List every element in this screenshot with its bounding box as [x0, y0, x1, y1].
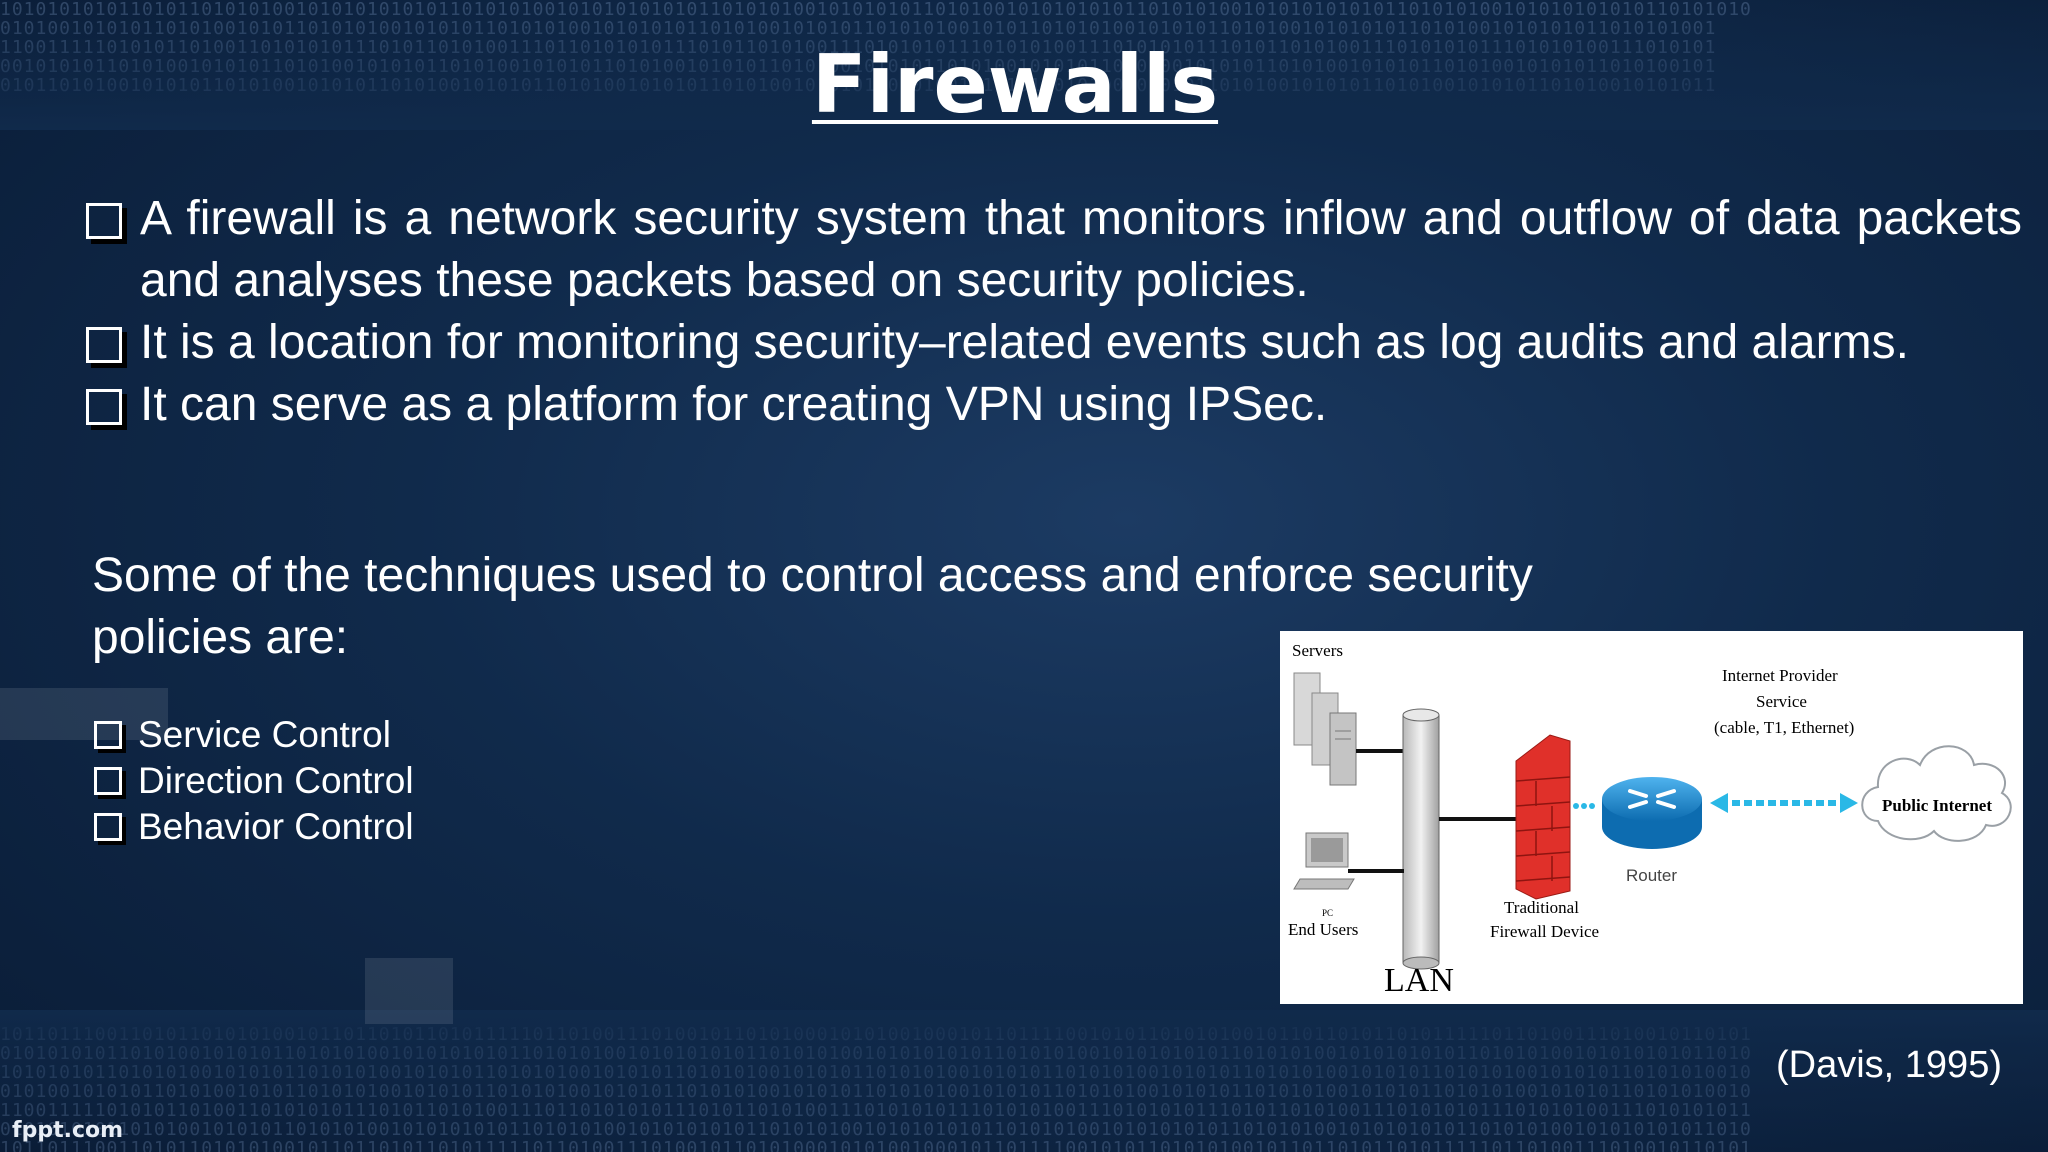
firewall-label-line2: Firewall Device [1490, 922, 1599, 941]
decorative-square [365, 958, 453, 1024]
bullet-text: It is a location for monitoring security… [140, 316, 1909, 369]
decorative-square [0, 688, 168, 740]
checkbox-bullet-icon [86, 203, 122, 239]
lan-backbone-icon [1402, 708, 1440, 970]
isp-label-line1: Internet Provider [1722, 666, 1838, 685]
bullet-item: It can serve as a platform for creating … [82, 374, 2022, 436]
technique-item: Direction Control [94, 758, 414, 804]
technique-label: Behavior Control [138, 806, 414, 847]
firewall-label-line1: Traditional [1504, 898, 1579, 917]
checkbox-bullet-icon [94, 813, 122, 841]
technique-label: Direction Control [138, 760, 414, 801]
firewall-network-diagram: Servers PC End Users LAN [1280, 631, 2023, 1004]
checkbox-bullet-icon [94, 721, 122, 749]
technique-label: Service Control [138, 714, 391, 755]
bidirectional-arrow-icon [1710, 793, 1858, 813]
firewall-icon [1515, 734, 1571, 900]
techniques-intro: Some of the techniques used to control a… [92, 549, 1533, 664]
technique-item: Service Control [94, 712, 414, 758]
end-users-label: End Users [1288, 920, 1358, 939]
slide-title: Firewalls [811, 38, 1219, 131]
techniques-list: Service Control Direction Control Behavi… [94, 712, 414, 850]
bottom-fade [0, 1010, 2048, 1152]
bullet-text: A firewall is a network security system … [140, 192, 2022, 307]
bullet-list: A firewall is a network security system … [82, 188, 2022, 436]
checkbox-bullet-icon [86, 327, 122, 363]
lan-label: LAN [1384, 962, 1454, 999]
bullet-text: It can serve as a platform for creating … [140, 378, 1328, 431]
technique-item: Behavior Control [94, 804, 414, 850]
bullet-item: A firewall is a network security system … [82, 188, 2022, 312]
router-icon [1602, 777, 1702, 849]
firewall-router-dots [1573, 803, 1595, 809]
fppt-watermark: fppt.com [12, 1118, 124, 1143]
checkbox-bullet-icon [94, 767, 122, 795]
servers-label: Servers [1292, 641, 1343, 660]
cloud-icon [1861, 745, 2012, 842]
top-fade [0, 0, 2048, 130]
isp-label-line2: Service [1756, 692, 1807, 711]
router-label: Router [1626, 866, 1677, 885]
bullet-item: It is a location for monitoring security… [82, 312, 2022, 374]
diagram-svg: Servers PC End Users LAN [1288, 641, 2012, 999]
server-icon [1293, 672, 1357, 786]
public-internet-label: Public Internet [1882, 796, 1992, 815]
isp-label-line3: (cable, T1, Ethernet) [1714, 718, 1854, 737]
citation: (Davis, 1995) [1776, 1044, 2002, 1086]
pc-label: PC [1322, 908, 1333, 918]
pc-icon [1293, 832, 1355, 890]
checkbox-bullet-icon [86, 389, 122, 425]
